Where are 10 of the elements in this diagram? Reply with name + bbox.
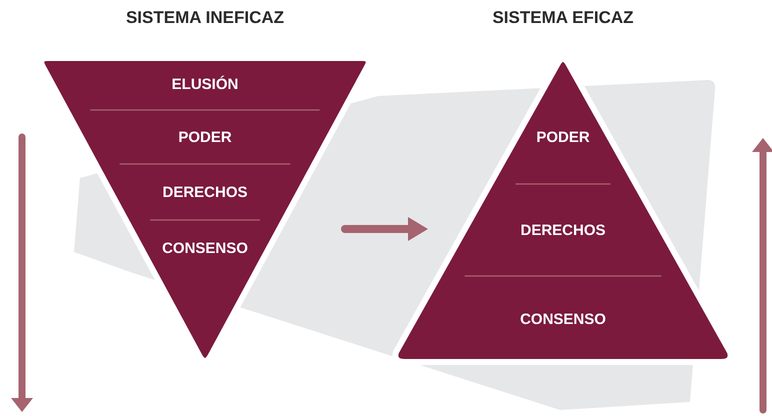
- level-label: DERECHOS: [520, 222, 606, 238]
- level-label: DERECHOS: [162, 184, 248, 200]
- level-label: ELUSIÓN: [172, 76, 238, 92]
- level-label: CONSENSO: [162, 240, 248, 256]
- level-label: PODER: [178, 128, 232, 146]
- heading: SISTEMA INEFICAZ: [126, 8, 284, 27]
- arrow: [341, 217, 428, 241]
- level-label: CONSENSO: [520, 310, 606, 328]
- level-label: PODER: [536, 128, 590, 146]
- heading: SISTEMA EFICAZ: [492, 8, 634, 27]
